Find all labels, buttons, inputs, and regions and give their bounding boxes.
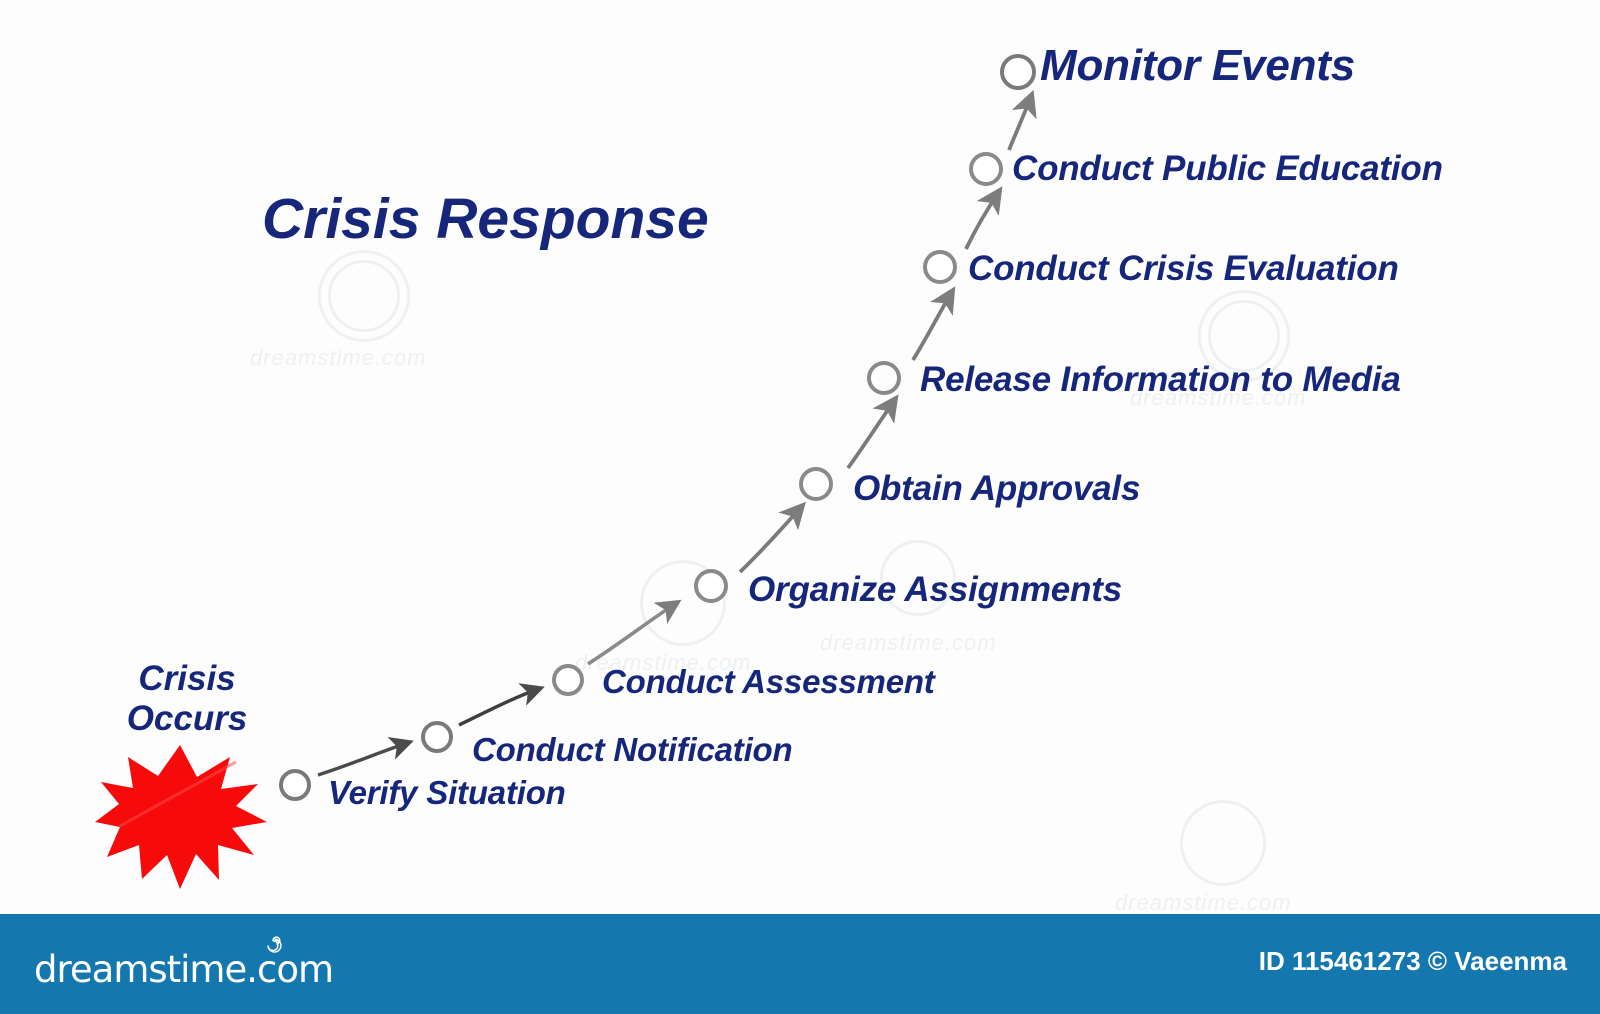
spiral-icon — [267, 936, 282, 953]
step-label-obtain-approvals: Obtain Approvals — [853, 469, 1141, 508]
crisis-occurs-line1: Crisis — [138, 659, 236, 698]
node-monitor-events — [1000, 54, 1036, 90]
node-release-information — [867, 361, 901, 395]
step-label-release-information: Release Information to Media — [920, 360, 1401, 399]
crisis-occurs-line2: Occurs — [126, 699, 248, 739]
arrow-6 — [911, 286, 956, 361]
crisis-starburst-icon — [95, 745, 267, 889]
step-label-conduct-assessment: Conduct Assessment — [602, 663, 935, 700]
arrow-5 — [846, 394, 899, 470]
node-conduct-assessment — [552, 664, 584, 696]
step-label-conduct-crisis-evaluation: Conduct Crisis Evaluation — [968, 249, 1399, 288]
image-credit: ID 115461273 © Vaeenma — [1258, 946, 1567, 976]
arrow-3 — [587, 599, 682, 666]
process-flow-graphic — [95, 54, 1037, 889]
arrow-8 — [1007, 89, 1037, 151]
diagram-canvas: dreamstime.com dreamstime.com dreamstime… — [95, 41, 1443, 915]
node-conduct-crisis-evaluation — [923, 250, 957, 284]
stock-watermark-footer: dreamstime.com ID 115461273 © Vaeenma — [0, 914, 1600, 1014]
step-label-verify-situation: Verify Situation — [328, 774, 566, 811]
node-conduct-public-education — [969, 152, 1003, 186]
step-label-organize-assignments: Organize Assignments — [748, 570, 1122, 609]
arrow-1 — [317, 736, 414, 777]
page-title: Crisis Response — [262, 187, 709, 251]
arrow-4 — [738, 501, 806, 574]
node-organize-assignments — [694, 569, 728, 603]
node-obtain-approvals — [799, 467, 833, 501]
dreamstime-logo-text: dreamstime — [34, 948, 247, 991]
node-verify-situation — [279, 769, 311, 801]
step-label-conduct-notification: Conduct Notification — [472, 731, 793, 768]
dreamstime-logo-suffix: .com — [246, 948, 334, 991]
node-conduct-notification — [421, 721, 453, 753]
arrow-2 — [458, 683, 545, 727]
step-label-conduct-public-education: Conduct Public Education — [1012, 149, 1443, 188]
crisis-occurs-label: Crisis Occurs — [112, 659, 262, 740]
step-label-monitor-events: Monitor Events — [1040, 41, 1355, 90]
dreamstime-logo[interactable]: dreamstime.com — [34, 948, 334, 991]
arrow-7 — [964, 186, 1003, 250]
